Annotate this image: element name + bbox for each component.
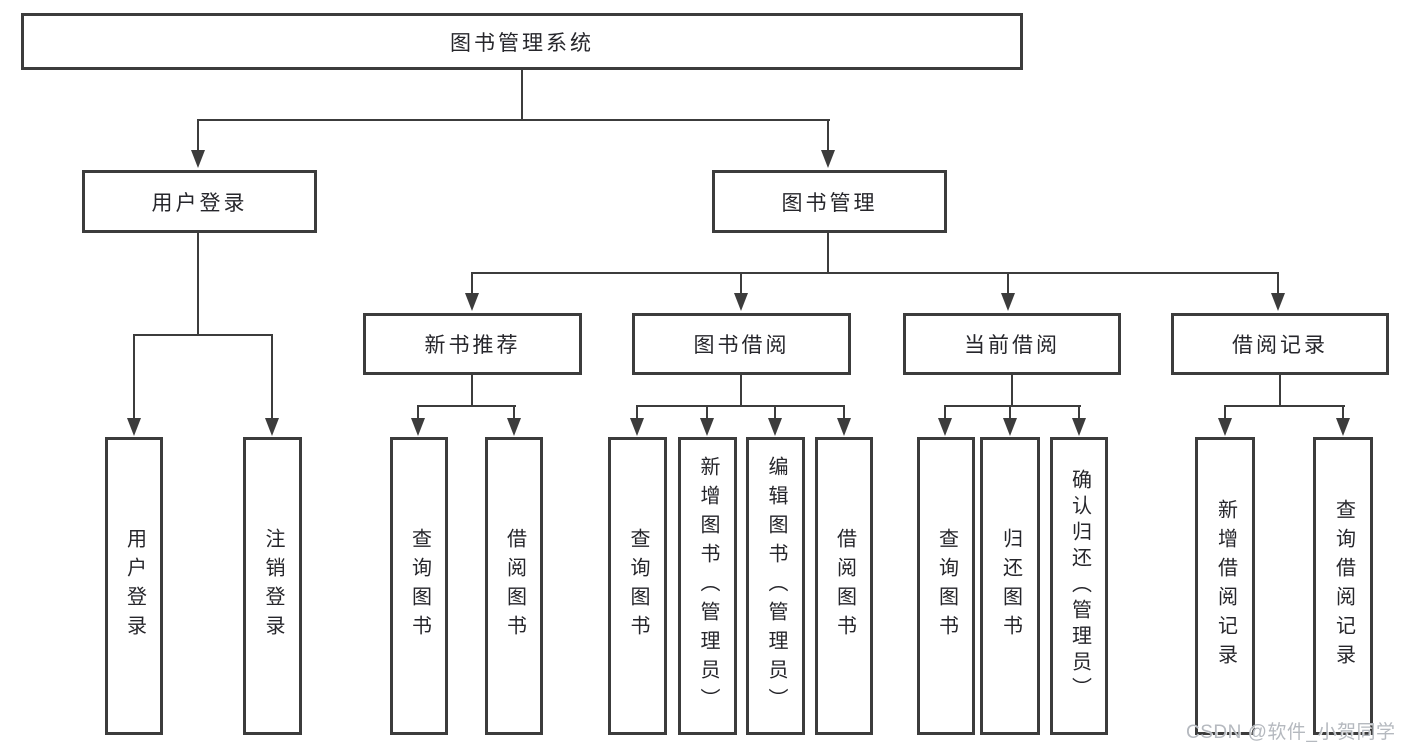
arrow-down-icon: [465, 293, 479, 311]
arrow-down-icon: [1072, 418, 1086, 436]
leaf-edit-book-admin: 编辑图书（管理员）: [746, 437, 805, 735]
connector-line: [513, 405, 515, 419]
leaf-logout: 注销登录: [243, 437, 302, 735]
leaf-label: 编辑图书（管理员）: [765, 455, 787, 717]
connector-line: [1279, 375, 1281, 406]
node-label: 新书推荐: [424, 334, 521, 357]
leaf-query-books-recommend: 查询图书: [390, 437, 448, 735]
node-root-label: 图书管理系统: [450, 31, 594, 55]
leaf-query-borrow-record: 查询借阅记录: [1313, 437, 1373, 735]
connector-line: [636, 405, 845, 407]
arrow-down-icon: [768, 418, 782, 436]
leaf-query-books-borrowing: 查询图书: [608, 437, 667, 735]
arrow-down-icon: [700, 418, 714, 436]
node-label: 当前借阅: [964, 334, 1060, 357]
arrow-down-icon: [821, 150, 835, 168]
leaf-label: 查询图书: [627, 528, 649, 644]
connector-line: [1009, 405, 1011, 419]
arrow-down-icon: [411, 418, 425, 436]
leaf-label: 借阅图书: [503, 528, 526, 644]
node-current-borrowing: 当前借阅: [903, 313, 1121, 375]
leaf-borrow-books-borrowing: 借阅图书: [815, 437, 873, 735]
connector-line: [636, 405, 638, 419]
connector-line: [944, 405, 1081, 407]
connector-line: [827, 119, 829, 152]
leaf-label: 新增图书（管理员）: [697, 455, 719, 717]
arrow-down-icon: [127, 418, 141, 436]
connector-line: [706, 405, 708, 419]
leaf-add-book-admin: 新增图书（管理员）: [678, 437, 737, 735]
node-label: 借阅记录: [1232, 334, 1328, 357]
connector-line: [944, 405, 946, 419]
connector-line: [827, 233, 829, 274]
leaf-label: 用户登录: [123, 528, 146, 644]
arrow-down-icon: [507, 418, 521, 436]
leaf-borrow-books-recommend: 借阅图书: [485, 437, 543, 735]
connector-line: [197, 233, 199, 336]
arrow-down-icon: [191, 150, 205, 168]
node-book-borrowing: 图书借阅: [632, 313, 851, 375]
leaf-label: 确认归还（管理员）: [1068, 469, 1091, 703]
leaf-label: 借阅图书: [833, 528, 856, 644]
leaf-label: 查询借阅记录: [1332, 499, 1355, 673]
arrow-down-icon: [1336, 418, 1350, 436]
node-user-login: 用户登录: [82, 170, 317, 233]
arrow-down-icon: [837, 418, 851, 436]
connector-line: [133, 334, 135, 420]
leaf-query-books-current: 查询图书: [917, 437, 975, 735]
connector-line: [197, 119, 199, 152]
connector-line: [1011, 375, 1013, 406]
connector-line: [417, 405, 419, 419]
node-label: 用户登录: [151, 191, 248, 215]
leaf-return-book: 归还图书: [980, 437, 1040, 735]
node-label: 图书借阅: [693, 334, 790, 357]
connector-line: [1078, 405, 1080, 419]
leaf-label: 查询图书: [935, 528, 958, 644]
connector-line: [521, 69, 523, 121]
connector-line: [1007, 272, 1009, 295]
connector-line: [740, 272, 742, 295]
arrow-down-icon: [1003, 418, 1017, 436]
node-book-management: 图书管理: [712, 170, 947, 233]
arrow-down-icon: [630, 418, 644, 436]
node-label: 图书管理: [781, 191, 878, 215]
connector-line: [197, 119, 830, 121]
node-new-book-recommendation: 新书推荐: [363, 313, 582, 375]
leaf-add-borrow-record: 新增借阅记录: [1195, 437, 1255, 735]
connector-line: [417, 405, 516, 407]
leaf-user-login: 用户登录: [105, 437, 163, 735]
arrow-down-icon: [265, 418, 279, 436]
node-root: 图书管理系统: [21, 13, 1023, 70]
arrow-down-icon: [1218, 418, 1232, 436]
connector-line: [133, 334, 273, 336]
leaf-label: 归还图书: [999, 528, 1022, 644]
arrow-down-icon: [734, 293, 748, 311]
connector-line: [471, 272, 1279, 274]
connector-line: [774, 405, 776, 419]
leaf-confirm-return-admin: 确认归还（管理员）: [1050, 437, 1108, 735]
node-borrowing-records: 借阅记录: [1171, 313, 1389, 375]
connector-line: [1224, 405, 1226, 419]
arrow-down-icon: [1271, 293, 1285, 311]
connector-line: [471, 272, 473, 295]
leaf-label: 查询图书: [408, 528, 431, 644]
connector-line: [271, 334, 273, 420]
connector-line: [471, 375, 473, 406]
connector-line: [843, 405, 845, 419]
csdn-watermark: CSDN @软件_小贺同学: [1186, 722, 1396, 743]
arrow-down-icon: [938, 418, 952, 436]
connector-line: [1342, 405, 1344, 419]
arrow-down-icon: [1001, 293, 1015, 311]
leaf-label: 注销登录: [262, 528, 284, 644]
leaf-label: 新增借阅记录: [1214, 499, 1237, 673]
connector-line: [740, 375, 742, 406]
connector-line: [1224, 405, 1345, 407]
connector-line: [1277, 272, 1279, 295]
